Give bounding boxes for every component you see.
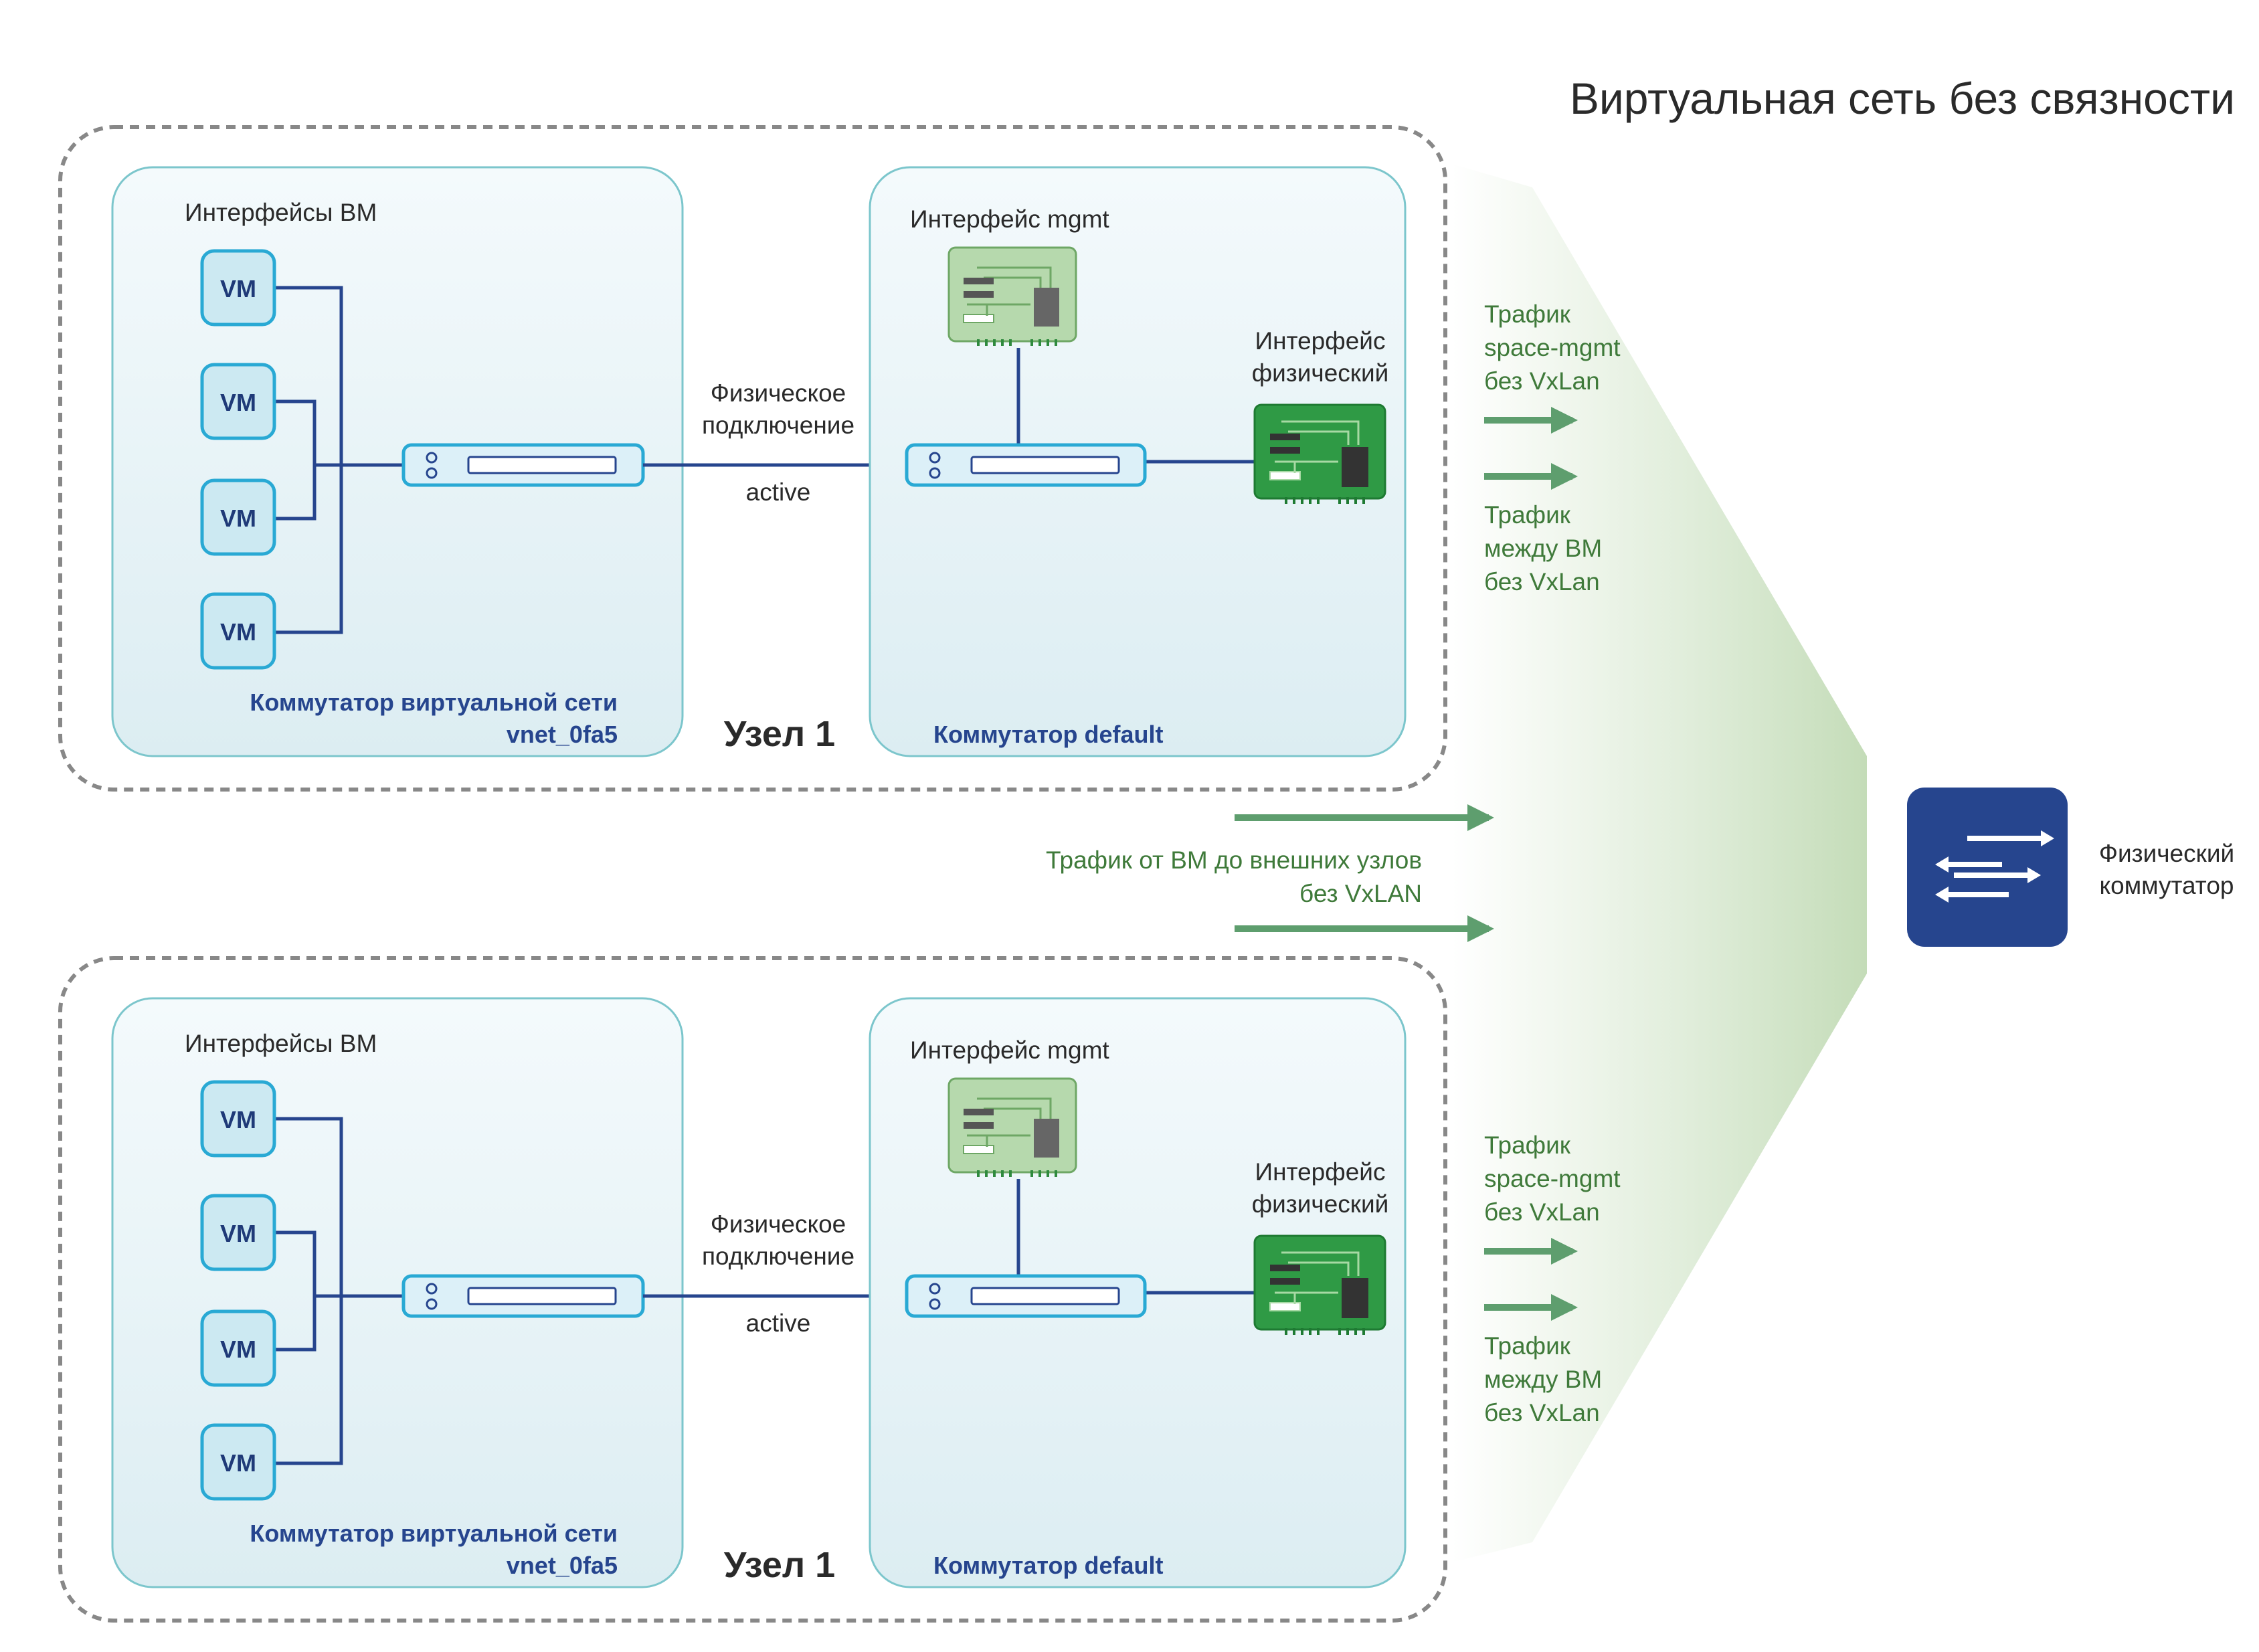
phys-conn-state: active: [746, 478, 811, 506]
traffic-mgmt-text: space-mgmt: [1484, 1165, 1621, 1192]
network-card-icon: [947, 1077, 1077, 1177]
phys-conn-label: подключение: [702, 1243, 854, 1270]
network-card-icon: [947, 246, 1077, 346]
phys-iface-label: Интерфейс: [1255, 327, 1386, 355]
phys-conn-state: active: [746, 1309, 811, 1337]
vm-icon: VM: [200, 592, 276, 670]
svg-text:VM: VM: [220, 275, 256, 302]
vm-icon: VM: [200, 1423, 276, 1501]
traffic-mgmt-text: без VxLan: [1484, 1198, 1600, 1226]
traffic-mgmt-text: space-mgmt: [1484, 334, 1621, 361]
vm-group-label: Интерфейсы ВМ: [185, 1030, 377, 1057]
node-border: [58, 125, 1447, 792]
virtual-switch-icon: [905, 443, 1147, 487]
phys-iface-label: Интерфейс: [1255, 1158, 1386, 1186]
phys-conn-label: Физическое: [711, 1210, 846, 1238]
external-traffic: Трафик от ВМ до внешних узлов без VxLAN: [1046, 804, 1494, 942]
mgmt-label: Интерфейс mgmt: [910, 1036, 1109, 1064]
node-label: Узел 1: [724, 714, 835, 754]
traffic-vm-text: Трафик: [1484, 501, 1571, 529]
phys-iface-label: физический: [1252, 359, 1389, 387]
network-card-icon: [1253, 1234, 1386, 1335]
node-1: Интерфейсы ВМ VM VM VM VM: [58, 125, 1621, 792]
traffic-mgmt-text: без VxLan: [1484, 367, 1600, 395]
virtual-switch-icon: [401, 1274, 645, 1318]
node-2: Интерфейсы ВМ VM VM VM VM Комму: [58, 956, 1621, 1623]
phys-conn-label: подключение: [702, 411, 854, 439]
phys-iface-label: физический: [1252, 1190, 1389, 1218]
traffic-vm-text: без VxLan: [1484, 1399, 1600, 1427]
physical-switch-label: Физический: [2099, 840, 2234, 867]
traffic-vm-text: без VxLan: [1484, 568, 1600, 595]
virtual-switch-icon: [905, 1274, 1147, 1318]
default-switch-label: Коммутатор default: [933, 1552, 1164, 1579]
virtual-switch-icon: [401, 443, 645, 487]
external-traffic-text: Трафик от ВМ до внешних узлов: [1046, 846, 1422, 874]
vm-icon: VM: [200, 478, 276, 556]
vnet-switch-name: vnet_0fa5: [507, 1552, 618, 1579]
svg-text:VM: VM: [220, 1220, 256, 1247]
phys-conn-label: Физическое: [711, 379, 846, 407]
mgmt-label: Интерфейс mgmt: [910, 205, 1109, 233]
svg-text:VM: VM: [220, 389, 256, 416]
traffic-vm-text: между ВМ: [1484, 1366, 1602, 1393]
physical-switch-label: коммутатор: [2100, 872, 2234, 899]
svg-text:VM: VM: [220, 618, 256, 646]
traffic-vm-text: Трафик: [1484, 1332, 1571, 1360]
vm-icon: VM: [200, 249, 276, 327]
traffic-mgmt-text: Трафик: [1484, 1131, 1571, 1159]
network-card-icon: [1253, 403, 1386, 504]
physical-switch-icon: [1907, 788, 2068, 947]
node-border: [58, 956, 1447, 1623]
diagram-title: Виртуальная сеть без связности: [1570, 74, 2235, 123]
vm-wiring: [274, 286, 405, 634]
vm-group-label: Интерфейсы ВМ: [185, 199, 377, 226]
node-label: Узел 1: [724, 1545, 835, 1585]
svg-text:VM: VM: [220, 1336, 256, 1363]
traffic-fan: [1452, 164, 1867, 1562]
vnet-switch-label: Коммутатор виртуальной сети: [250, 689, 618, 716]
vnet-switch-name: vnet_0fa5: [507, 721, 618, 748]
svg-text:VM: VM: [220, 1449, 256, 1477]
default-switch-label: Коммутатор default: [933, 721, 1164, 748]
vm-icon: VM: [200, 1080, 276, 1158]
traffic-mgmt-text: Трафик: [1484, 300, 1571, 328]
vnet-switch-label: Коммутатор виртуальной сети: [250, 1520, 618, 1547]
physical-switch: Физический коммутатор: [1907, 788, 2234, 947]
vm-wiring: [274, 1117, 405, 1465]
svg-text:VM: VM: [220, 504, 256, 532]
svg-text:VM: VM: [220, 1106, 256, 1133]
vm-icon: VM: [200, 1309, 276, 1387]
external-traffic-text: без VxLAN: [1299, 880, 1422, 907]
traffic-vm-text: между ВМ: [1484, 535, 1602, 562]
vm-icon: VM: [200, 1194, 276, 1271]
vm-icon: VM: [200, 363, 276, 440]
